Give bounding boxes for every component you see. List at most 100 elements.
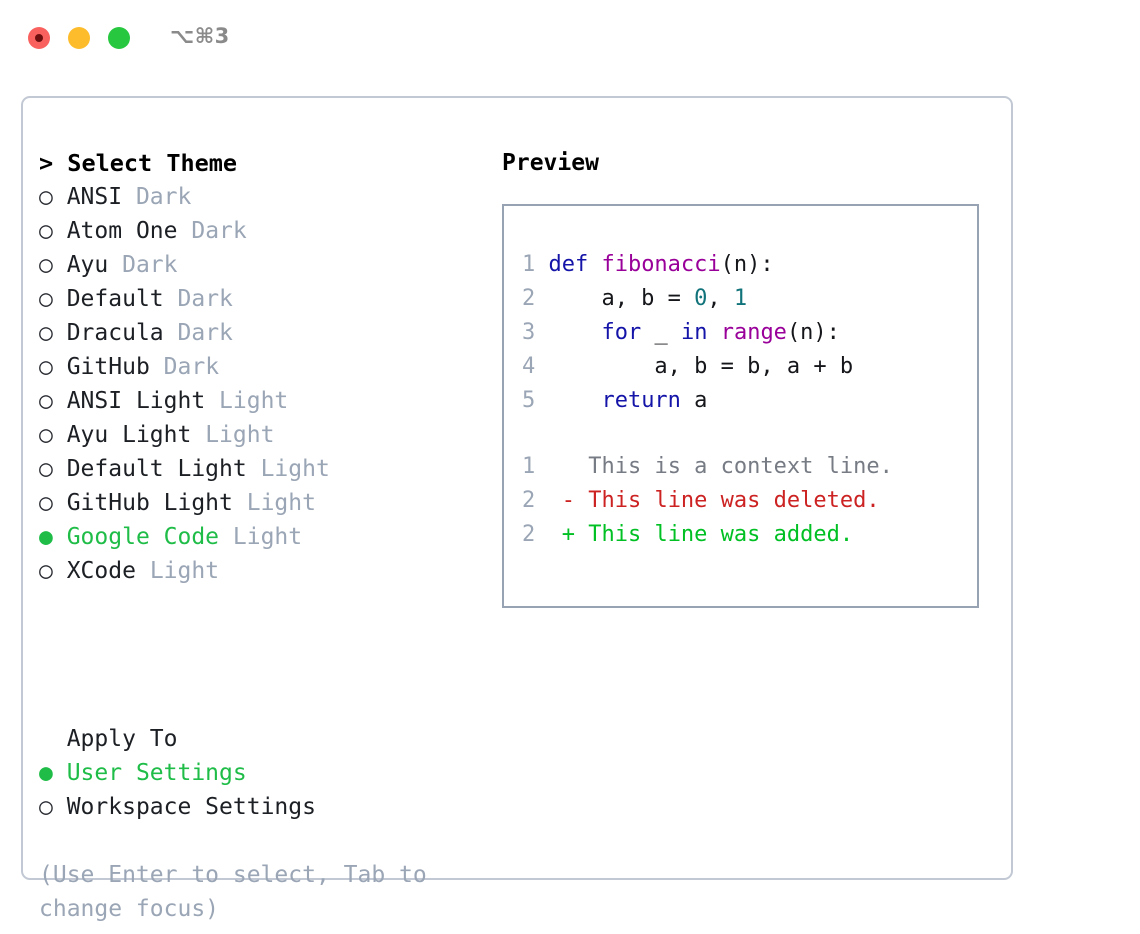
radio-selected-icon: ●	[39, 524, 53, 550]
diff-line-add: 2 + This line was added.	[522, 518, 971, 552]
theme-option-default-light[interactable]: ○ Default Light Light	[39, 452, 469, 486]
theme-option-default[interactable]: ○ Default Dark	[39, 282, 469, 316]
radio-unselected-icon: ○	[39, 184, 53, 210]
theme-option-google-code[interactable]: ● Google Code Light	[39, 520, 469, 554]
spacer	[164, 320, 178, 346]
theme-option-ayu-light[interactable]: ○ Ayu Light Light	[39, 418, 469, 452]
spacer	[53, 490, 67, 516]
theme-option-label: XCode	[66, 558, 136, 584]
minimize-window-icon[interactable]	[68, 27, 90, 49]
theme-option-label: GitHub	[66, 354, 150, 380]
diff-marker: -	[548, 488, 589, 513]
spacer	[53, 524, 67, 550]
hint-line-1: (Use Enter to select, Tab to	[39, 862, 427, 888]
code-token-plain: _	[641, 320, 681, 345]
code-token-kw: in	[680, 320, 708, 345]
code-token-plain	[548, 320, 601, 345]
diff-marker	[548, 454, 588, 479]
diff-sample: 1 This is a context line.2 - This line w…	[522, 450, 971, 552]
window-titlebar: ⌥⌘3	[0, 0, 1140, 76]
diff-line-del: 2 - This line was deleted.	[522, 484, 971, 518]
code-token-kw: for	[601, 320, 642, 345]
theme-option-ayu[interactable]: ○ Ayu Dark	[39, 248, 469, 282]
theme-option-label: ANSI Light	[66, 388, 206, 414]
spacer	[53, 388, 67, 414]
spacer	[53, 422, 67, 448]
spacer	[233, 490, 247, 516]
apply-to-option-workspace-settings[interactable]: ○ Workspace Settings	[39, 790, 469, 824]
theme-variant-tag: Dark	[122, 252, 178, 278]
theme-option-dracula[interactable]: ○ Dracula Dark	[39, 316, 469, 350]
spacer	[53, 354, 67, 380]
spacer	[53, 286, 67, 312]
theme-option-label: Ayu Light	[66, 422, 192, 448]
radio-unselected-icon: ○	[39, 218, 53, 244]
radio-selected-icon: ●	[39, 760, 53, 786]
spacer	[136, 558, 150, 584]
theme-variant-tag: Light	[232, 524, 303, 550]
spacer	[53, 558, 67, 584]
spacer	[122, 184, 136, 210]
theme-option-label: Default	[66, 286, 164, 312]
code-token-plain	[707, 320, 720, 345]
theme-option-label: Default Light	[66, 456, 247, 482]
spacer	[205, 388, 219, 414]
code-token-punct: (n):	[786, 320, 840, 345]
theme-variant-tag: Light	[219, 388, 289, 414]
spacer	[53, 760, 67, 786]
code-token-num: 0	[694, 286, 708, 311]
spacer	[53, 456, 67, 482]
radio-unselected-icon: ○	[39, 388, 53, 414]
radio-unselected-icon: ○	[39, 558, 53, 584]
code-line: 3 for _ in range(n):	[522, 316, 971, 350]
code-token-num: 1	[733, 286, 748, 311]
theme-option-atom-one[interactable]: ○ Atom One Dark	[39, 214, 469, 248]
apply-to-option-label: Workspace Settings	[66, 794, 316, 820]
theme-option-github[interactable]: ○ GitHub Dark	[39, 350, 469, 384]
code-line-number: 3	[522, 320, 536, 345]
spacer	[247, 456, 261, 482]
code-token-punct: (n):	[720, 252, 774, 277]
theme-option-label: GitHub Light	[66, 490, 233, 516]
theme-option-label: Dracula	[66, 320, 164, 346]
theme-option-ansi[interactable]: ○ ANSI Dark	[39, 180, 469, 214]
code-line: 2 a, b = 0, 1	[522, 282, 971, 316]
radio-unselected-icon: ○	[39, 422, 53, 448]
keyboard-shortcut-label: ⌥⌘3	[170, 24, 230, 48]
diff-line-text: This line was deleted.	[588, 488, 880, 513]
close-window-icon[interactable]	[28, 27, 50, 49]
code-token-plain: a, b = b, a + b	[548, 354, 854, 379]
radio-unselected-icon: ○	[39, 794, 53, 820]
spacer	[53, 218, 67, 244]
apply-to-section: Apply To ● User Settings○ Workspace Sett…	[39, 722, 469, 824]
code-token-kw: def	[548, 252, 602, 277]
traffic-light-group	[28, 27, 130, 49]
spacer	[53, 794, 67, 820]
theme-variant-tag: Light	[205, 422, 275, 448]
code-line-number: 4	[522, 354, 536, 379]
theme-option-label: Ayu	[66, 252, 109, 278]
theme-option-ansi-light[interactable]: ○ ANSI Light Light	[39, 384, 469, 418]
theme-option-github-light[interactable]: ○ GitHub Light Light	[39, 486, 469, 520]
code-token-plain: a, b =	[548, 286, 695, 311]
diff-line-number: 2	[522, 488, 536, 513]
theme-variant-tag: Light	[149, 558, 220, 584]
theme-variant-tag: Dark	[177, 320, 233, 346]
radio-unselected-icon: ○	[39, 252, 53, 278]
spacer	[164, 286, 178, 312]
maximize-window-icon[interactable]	[108, 27, 130, 49]
theme-variant-tag: Dark	[135, 184, 192, 210]
terminal-panel: > Select Theme ○ ANSI Dark○ Atom One Dar…	[21, 96, 1013, 922]
theme-list: ○ ANSI Dark○ Atom One Dark○ Ayu Dark○ De…	[39, 180, 469, 588]
radio-unselected-icon: ○	[39, 456, 53, 482]
theme-option-xcode[interactable]: ○ XCode Light	[39, 554, 469, 588]
apply-to-option-label: User Settings	[66, 760, 247, 786]
radio-unselected-icon: ○	[39, 354, 53, 380]
apply-to-option-user-settings[interactable]: ● User Settings	[39, 756, 469, 790]
spacer	[150, 354, 164, 380]
spacer	[53, 252, 67, 278]
preview-column: Preview	[502, 146, 992, 180]
